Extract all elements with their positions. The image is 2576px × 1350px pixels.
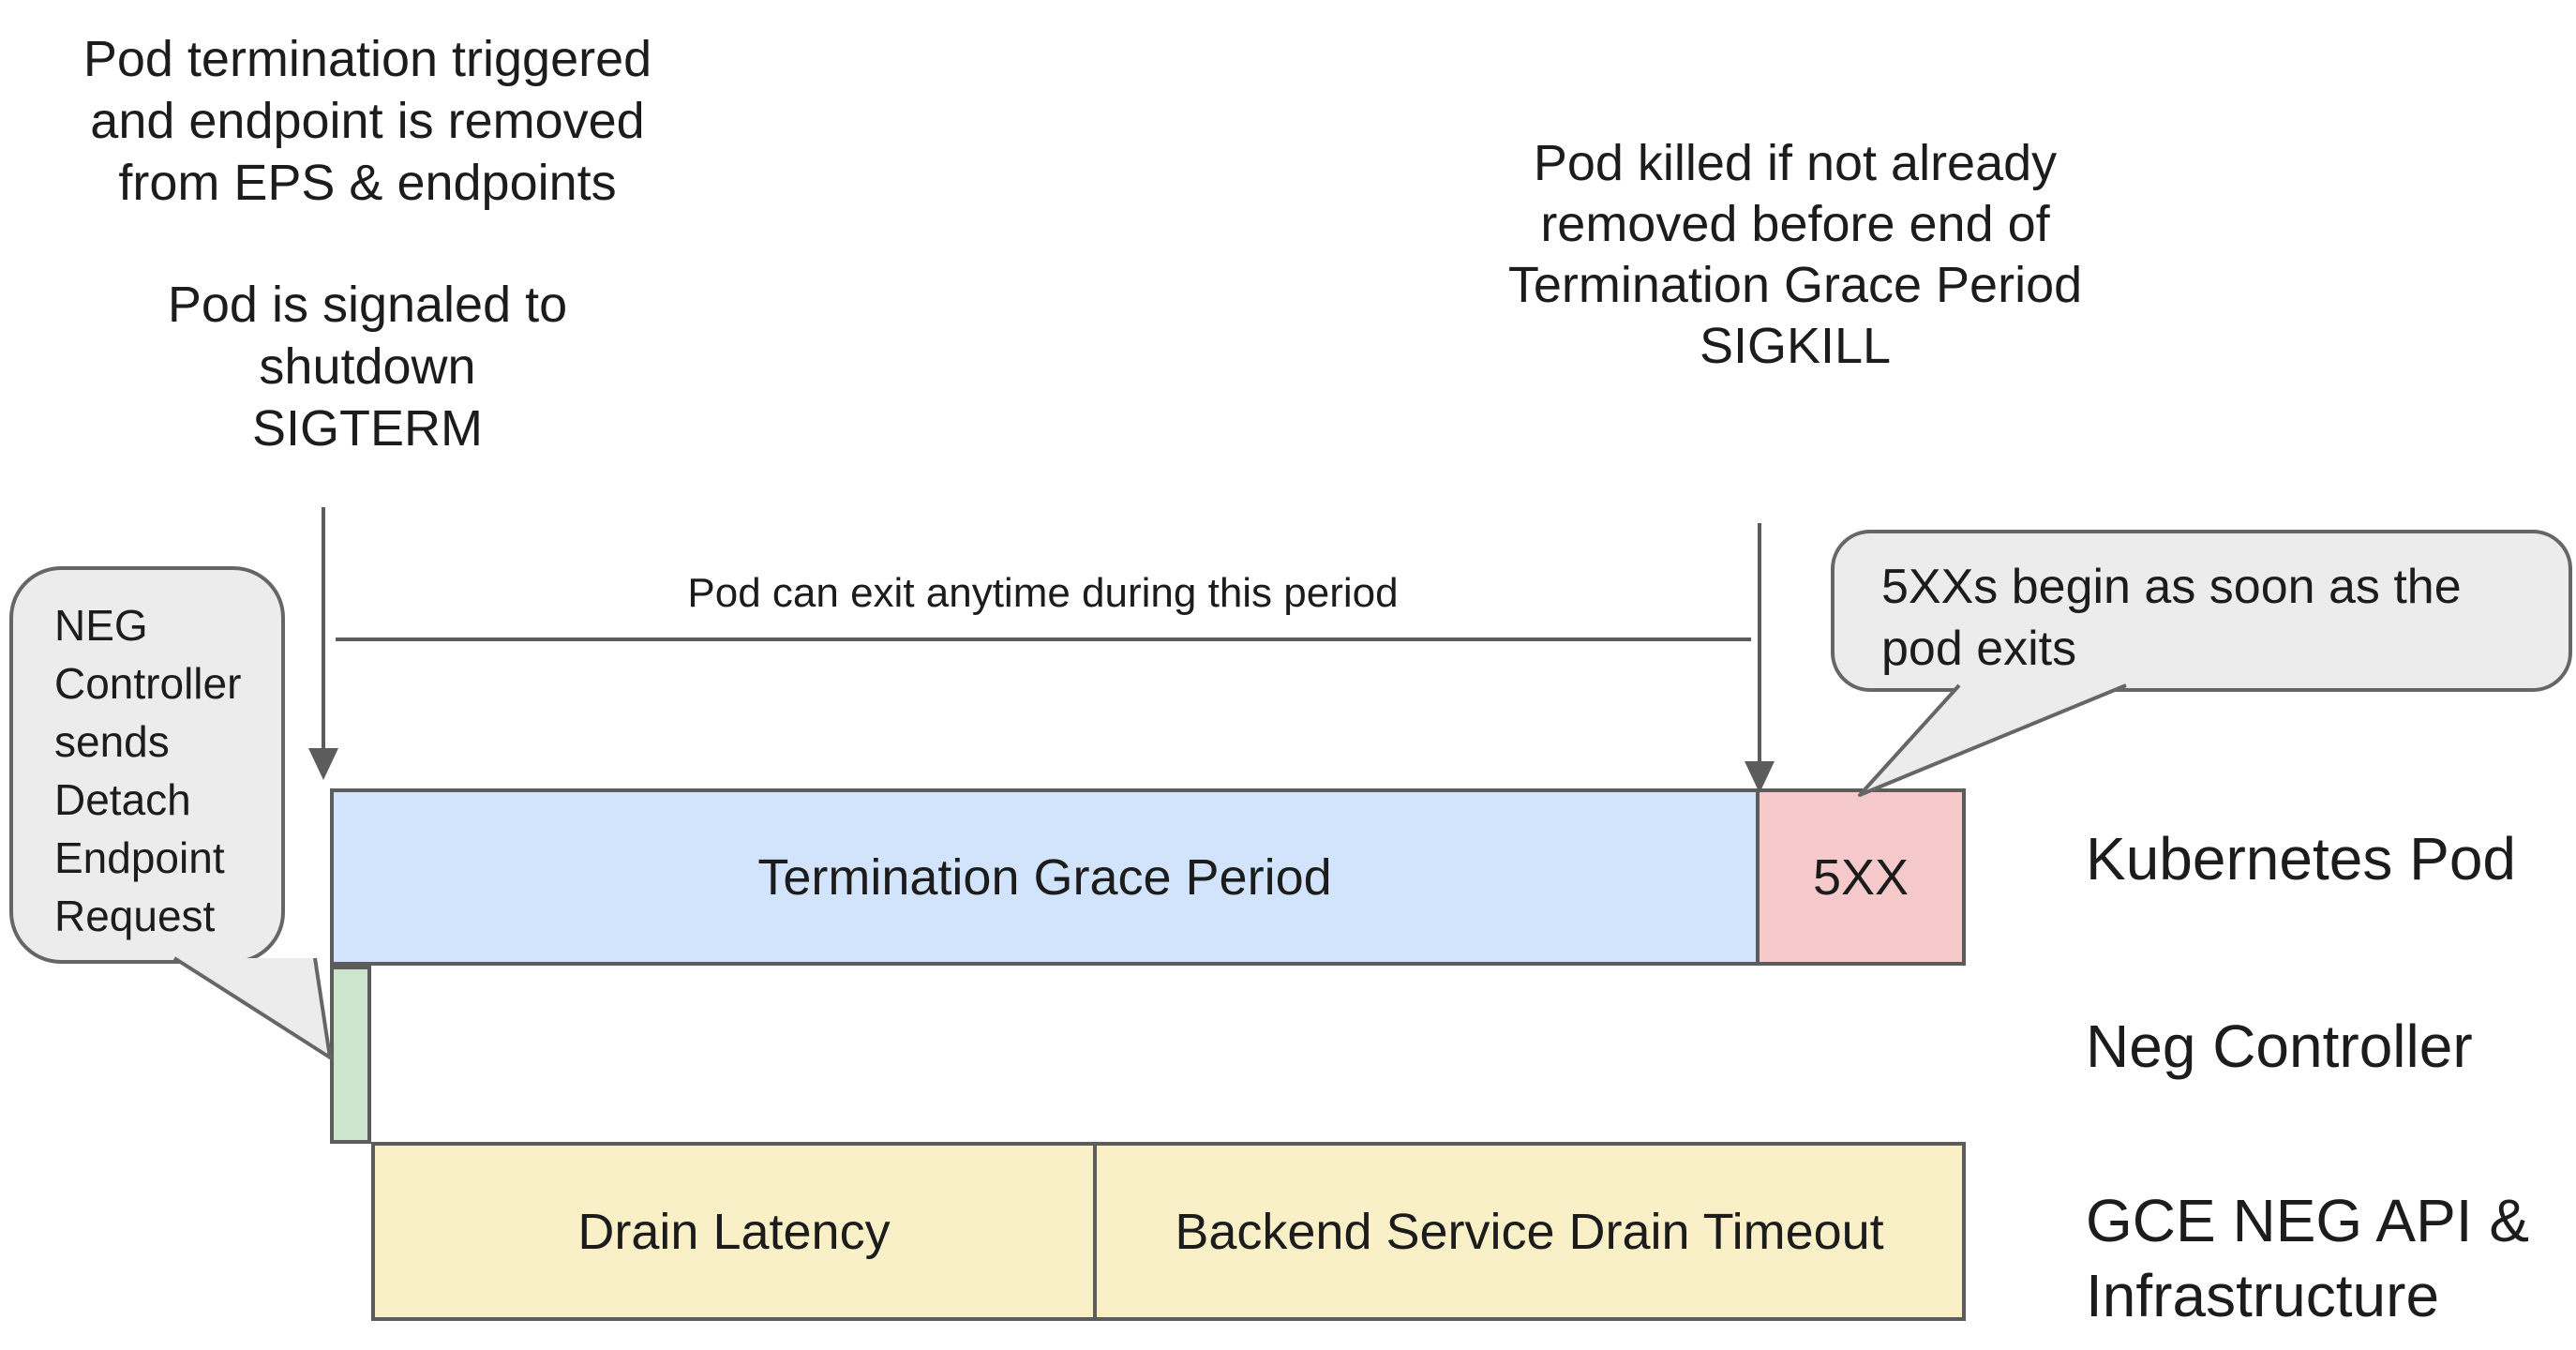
text-line: Termination Grace Period <box>1507 257 2083 313</box>
text-line: sends <box>54 717 170 766</box>
annotation-paragraph: Pod is signaled to shutdown SIGTERM <box>58 274 677 459</box>
text-line: Endpoint <box>54 833 225 882</box>
segment-label: Drain Latency <box>577 1203 891 1260</box>
text-line: Detach <box>54 775 191 824</box>
annotation-paragraph: Pod termination triggered and endpoint i… <box>58 28 677 214</box>
text-line: Pod is signaled to shutdown <box>167 277 568 395</box>
row-label-kubernetes-pod: Kubernetes Pod <box>2086 825 2516 892</box>
text-line: Pod killed if not already <box>1533 135 2058 191</box>
bar-detach-endpoint <box>330 966 371 1144</box>
text-line: Pod termination triggered <box>82 31 652 87</box>
text-line: GCE NEG API & <box>2086 1187 2530 1254</box>
text-line: SIGKILL <box>1699 318 1892 374</box>
segment-5xx: 5XX <box>1756 788 1966 966</box>
text-line: and endpoint is removed <box>90 93 645 149</box>
bar-kubernetes-pod: Termination Grace Period 5XX <box>330 788 1966 966</box>
callout-5xx-begin: 5XXs begin as soon as the pod exits <box>1831 530 2572 692</box>
callout-neg-controller-detach: NEG Controller sends Detach Endpoint Req… <box>9 566 285 964</box>
callout-tail-right <box>1858 683 2127 797</box>
span-label-pod-can-exit: Pod can exit anytime during this period <box>687 570 1399 616</box>
segment-label: Backend Service Drain Timeout <box>1175 1203 1884 1260</box>
text-line: removed before end of <box>1540 196 2050 252</box>
annotation-pod-termination: Pod termination triggered and endpoint i… <box>58 28 677 459</box>
text-line: Infrastructure <box>2086 1262 2440 1329</box>
sigterm-arrowhead-icon <box>308 748 338 780</box>
text-line: NEG <box>54 601 148 650</box>
text-line: Controller <box>54 659 242 708</box>
bar-gce-drain: Drain Latency Backend Service Drain Time… <box>371 1142 1966 1321</box>
segment-drain-latency: Drain Latency <box>371 1142 1097 1321</box>
text-line: from EPS & endpoints <box>118 155 617 211</box>
segment-backend-service-drain-timeout: Backend Service Drain Timeout <box>1093 1142 1966 1321</box>
segment-label: 5XX <box>1812 848 1910 906</box>
text-line: 5XXs begin as soon as the <box>1881 560 2462 614</box>
text-line: SIGTERM <box>251 400 483 457</box>
text-line: Request <box>54 892 216 940</box>
callout-tail-left <box>172 956 332 1059</box>
text-line: pod exits <box>1881 622 2077 676</box>
annotation-pod-killed: Pod killed if not already removed before… <box>1448 133 2142 377</box>
segment-termination-grace-period: Termination Grace Period <box>330 788 1760 966</box>
segment-label: Termination Grace Period <box>757 848 1332 906</box>
row-label-neg-controller: Neg Controller <box>2086 1012 2473 1080</box>
row-label-gce-neg-api: GCE NEG API & Infrastructure <box>2086 1183 2529 1333</box>
